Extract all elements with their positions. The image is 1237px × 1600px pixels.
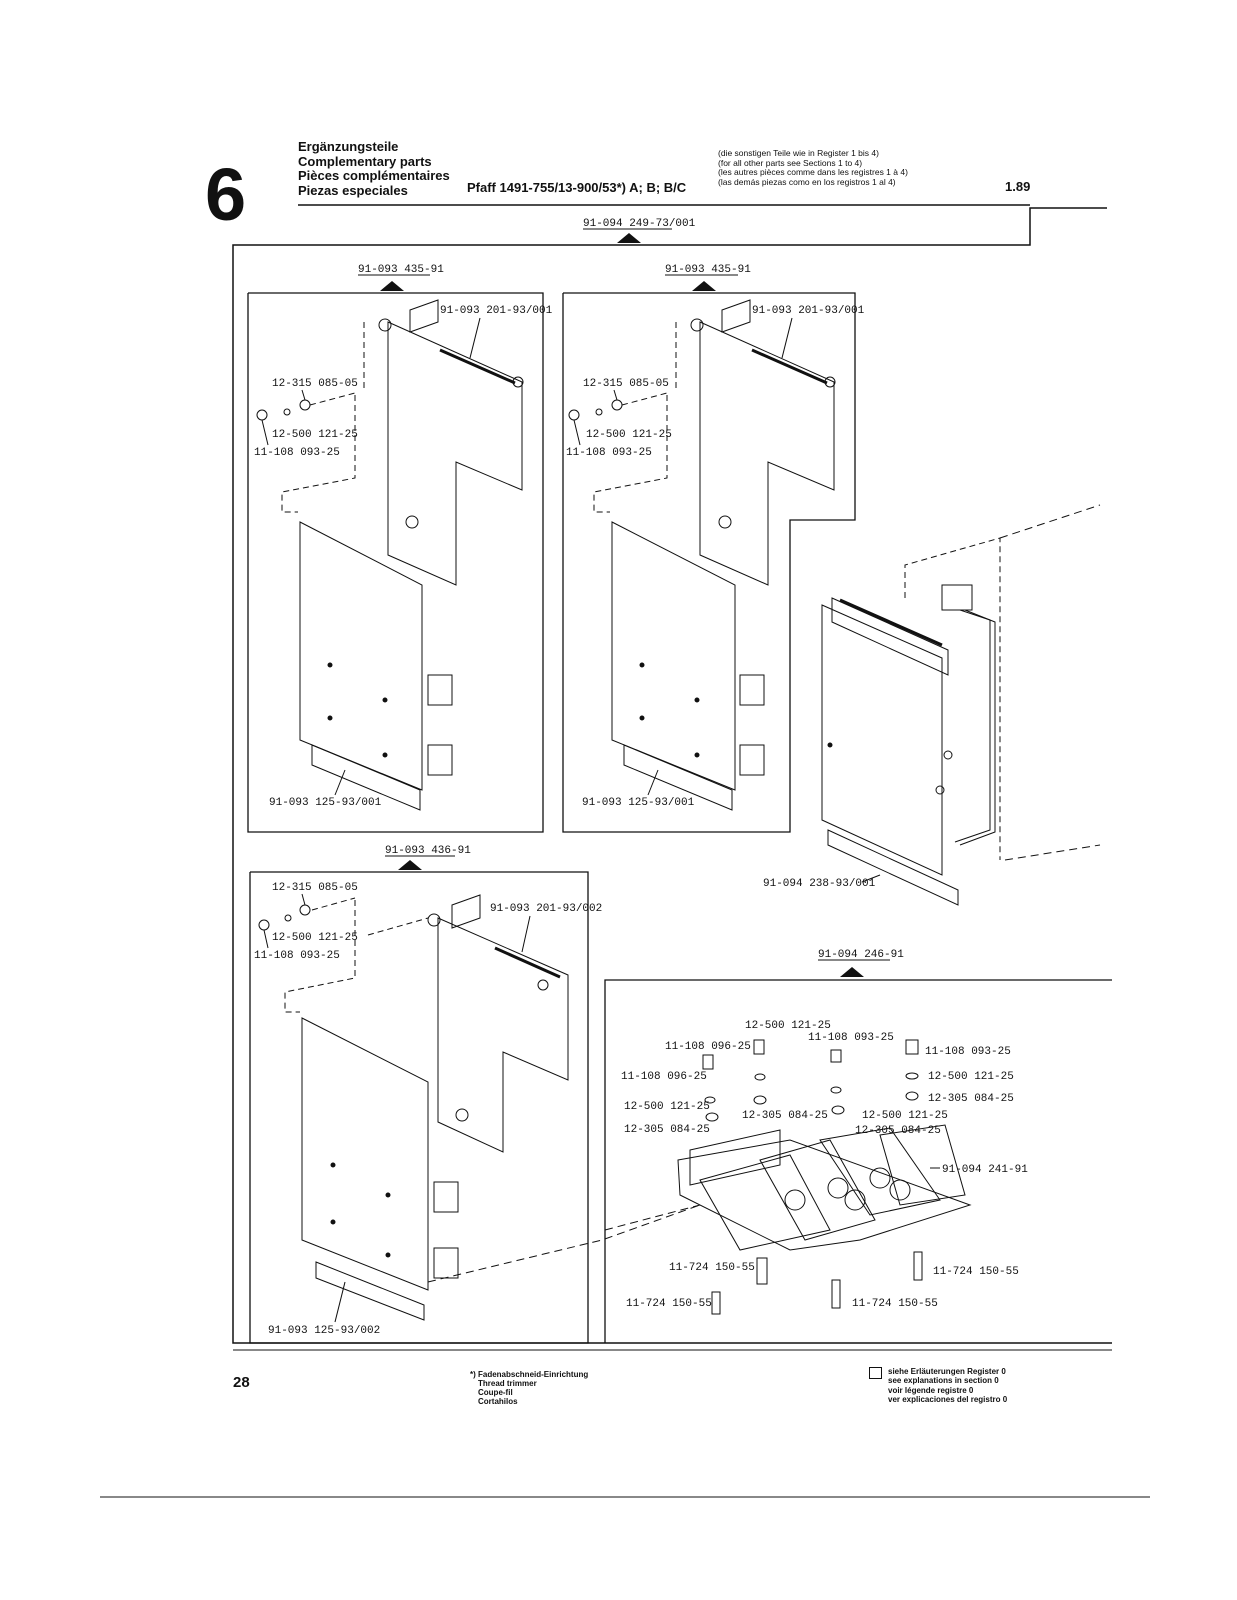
- legend-fr: voir légende registre 0: [888, 1385, 974, 1395]
- panel-d-arrow: [840, 967, 864, 977]
- machine-model: Pfaff 1491-755/13-900/53*) A; B; B/C: [467, 180, 687, 195]
- panel-a-upper-board: [387, 321, 523, 586]
- footnote-en: Thread trimmer: [478, 1379, 537, 1388]
- date-code: 1.89: [1005, 179, 1031, 194]
- panel-d-label-16: 11-724 150-55: [626, 1298, 712, 1310]
- panel-c: 91-093 436-91 91-093 201-93/002 12-315 0…: [249, 845, 701, 1344]
- panel-d-label-1: 12-500 121-25: [745, 1020, 831, 1032]
- panel-d-label-12: 12-305 084-25: [855, 1125, 941, 1137]
- panel-d-label-10: 12-500 121-25: [862, 1110, 948, 1122]
- legend-en: see explanations in section 0: [888, 1376, 999, 1386]
- panel-b-board-lower-label: 91-093 125-93/001: [582, 797, 695, 809]
- panel-d-label-14: 11-724 150-55: [669, 1262, 755, 1274]
- legend-es: ver explicaciones del registro 0: [888, 1395, 1008, 1405]
- panel-d-label-6: 12-500 121-25: [928, 1071, 1014, 1083]
- panel-d-label-4: 11-108 093-25: [925, 1046, 1011, 1058]
- panel-d-label-17: 11-724 150-55: [852, 1298, 938, 1310]
- footnote-de: *) Fadenabschneid-Einrichtung: [470, 1370, 589, 1379]
- panel-c-board-rail: [315, 1261, 425, 1321]
- panel-d-label-15: 11-724 150-55: [933, 1266, 1019, 1278]
- panel-a-connector: [409, 299, 439, 333]
- panel-a-screw-label: 11-108 093-25: [254, 447, 340, 459]
- title-fr: Pièces complémentaires: [298, 168, 450, 183]
- side-board-rail: [827, 829, 959, 906]
- panel-d-label-9: 12-305 084-25: [624, 1124, 710, 1136]
- panel-b-screw-label: 11-108 093-25: [566, 447, 652, 459]
- note-en: (for all other parts see Sections 1 to 4…: [718, 157, 863, 168]
- panel-b-lower-board: [611, 521, 736, 791]
- panel-b-upper-board: [699, 321, 835, 586]
- panel-a-board-upper-label: 91-093 201-93/001: [440, 305, 553, 317]
- legend-de: siehe Erläuterungen Register 0: [888, 1367, 1006, 1376]
- panel-d-base-board: [677, 1139, 972, 1251]
- panel-b-lockwasher-label: 12-500 121-25: [586, 429, 672, 441]
- legend-note: siehe Erläuterungen Register 0 see expla…: [888, 1367, 1007, 1405]
- panel-b-connector: [721, 299, 751, 333]
- panel-b-assembly-label: 91-093 435-91: [665, 264, 751, 276]
- top-assembly-arrow: [617, 233, 641, 243]
- panel-c-board-lower-label: 91-093 125-93/002: [268, 1325, 380, 1337]
- panel-c-lockwasher-label: 12-500 121-25: [272, 932, 358, 944]
- side-board-body: [821, 604, 943, 876]
- side-board-label: 91-094 238-93/001: [763, 878, 876, 890]
- note-de: (die sonstigen Teile wie in Register 1 b…: [718, 148, 879, 158]
- title-es: Piezas especiales: [298, 182, 408, 198]
- footnote: *) Fadenabschneid-Einrichtung Thread tri…: [470, 1370, 588, 1406]
- panel-c-board-upper-label: 91-093 201-93/002: [490, 903, 602, 915]
- panel-b-washer-label: 12-315 085-05: [583, 378, 669, 390]
- panel-c-connector: [451, 894, 481, 929]
- side-board: 91-094 238-93/001: [763, 504, 1101, 906]
- panel-b-board-upper-label: 91-093 201-93/001: [752, 305, 865, 317]
- panel-b-board-rail: [623, 744, 733, 811]
- panel-d-assembly-label: 91-094 246-91: [818, 949, 904, 961]
- panel-d-label-5: 11-108 096-25: [621, 1071, 707, 1083]
- footnote-fr: Coupe-fil: [478, 1388, 513, 1397]
- panel-a-arrow: [380, 281, 404, 291]
- panel-a-board-rail: [311, 744, 421, 811]
- section-number: 6: [205, 153, 247, 236]
- panel-c-arrow: [398, 860, 422, 870]
- title-de: Ergänzungsteile: [298, 139, 399, 154]
- panel-c-assembly-label: 91-093 436-91: [385, 845, 471, 857]
- panel-d-label-2: 11-108 096-25: [665, 1041, 751, 1053]
- panel-d-label-7: 12-500 121-25: [624, 1101, 710, 1113]
- top-assembly-label: 91-094 249-73/001: [583, 218, 696, 230]
- page-number: 28: [233, 1374, 250, 1391]
- panel-c-screw-label: 11-108 093-25: [254, 950, 340, 962]
- footnote-es: Cortahilos: [478, 1397, 518, 1406]
- panel-d-label-8: 12-305 084-25: [928, 1093, 1014, 1105]
- panel-a-lockwasher-label: 12-500 121-25: [272, 429, 358, 441]
- panel-a-washer-label: 12-315 085-05: [272, 378, 358, 390]
- panel-d-label-13: 91-094 241-91: [942, 1164, 1028, 1176]
- panel-c-lower-board: [301, 1017, 429, 1291]
- legend-box-icon: [869, 1367, 882, 1379]
- register-note: (die sonstigen Teile wie in Register 1 b…: [718, 148, 908, 187]
- ribbon-connector: [941, 584, 973, 611]
- panel-c-upper-board: [437, 917, 569, 1153]
- panel-d-label-3: 11-108 093-25: [808, 1032, 894, 1044]
- section-titles: Ergänzungsteile Complementary parts Pièc…: [298, 139, 450, 198]
- title-en: Complementary parts: [298, 153, 432, 169]
- note-fr: (les autres pièces comme dans les regist…: [718, 167, 908, 178]
- panel-b-arrow: [692, 281, 716, 291]
- panel-a-board-lower-label: 91-093 125-93/001: [269, 797, 382, 809]
- panel-a: 91-093 435-91 91-093 201-93/001 12-315 0…: [247, 264, 553, 833]
- panel-d-label-11: 12-305 084-25: [742, 1110, 828, 1122]
- panel-b: 91-093 435-91 91-093 201-93/001 12-315 0…: [562, 264, 865, 833]
- panel-c-washer-label: 12-315 085-05: [272, 882, 358, 894]
- panel-a-lower-board: [299, 521, 423, 791]
- panel-a-assembly-label: 91-093 435-91: [358, 264, 444, 276]
- note-es: (las demás piezas como en los registros …: [718, 176, 896, 187]
- panel-d: 91-094 246-91 12-500 121-25 11-108 09: [604, 949, 1112, 1343]
